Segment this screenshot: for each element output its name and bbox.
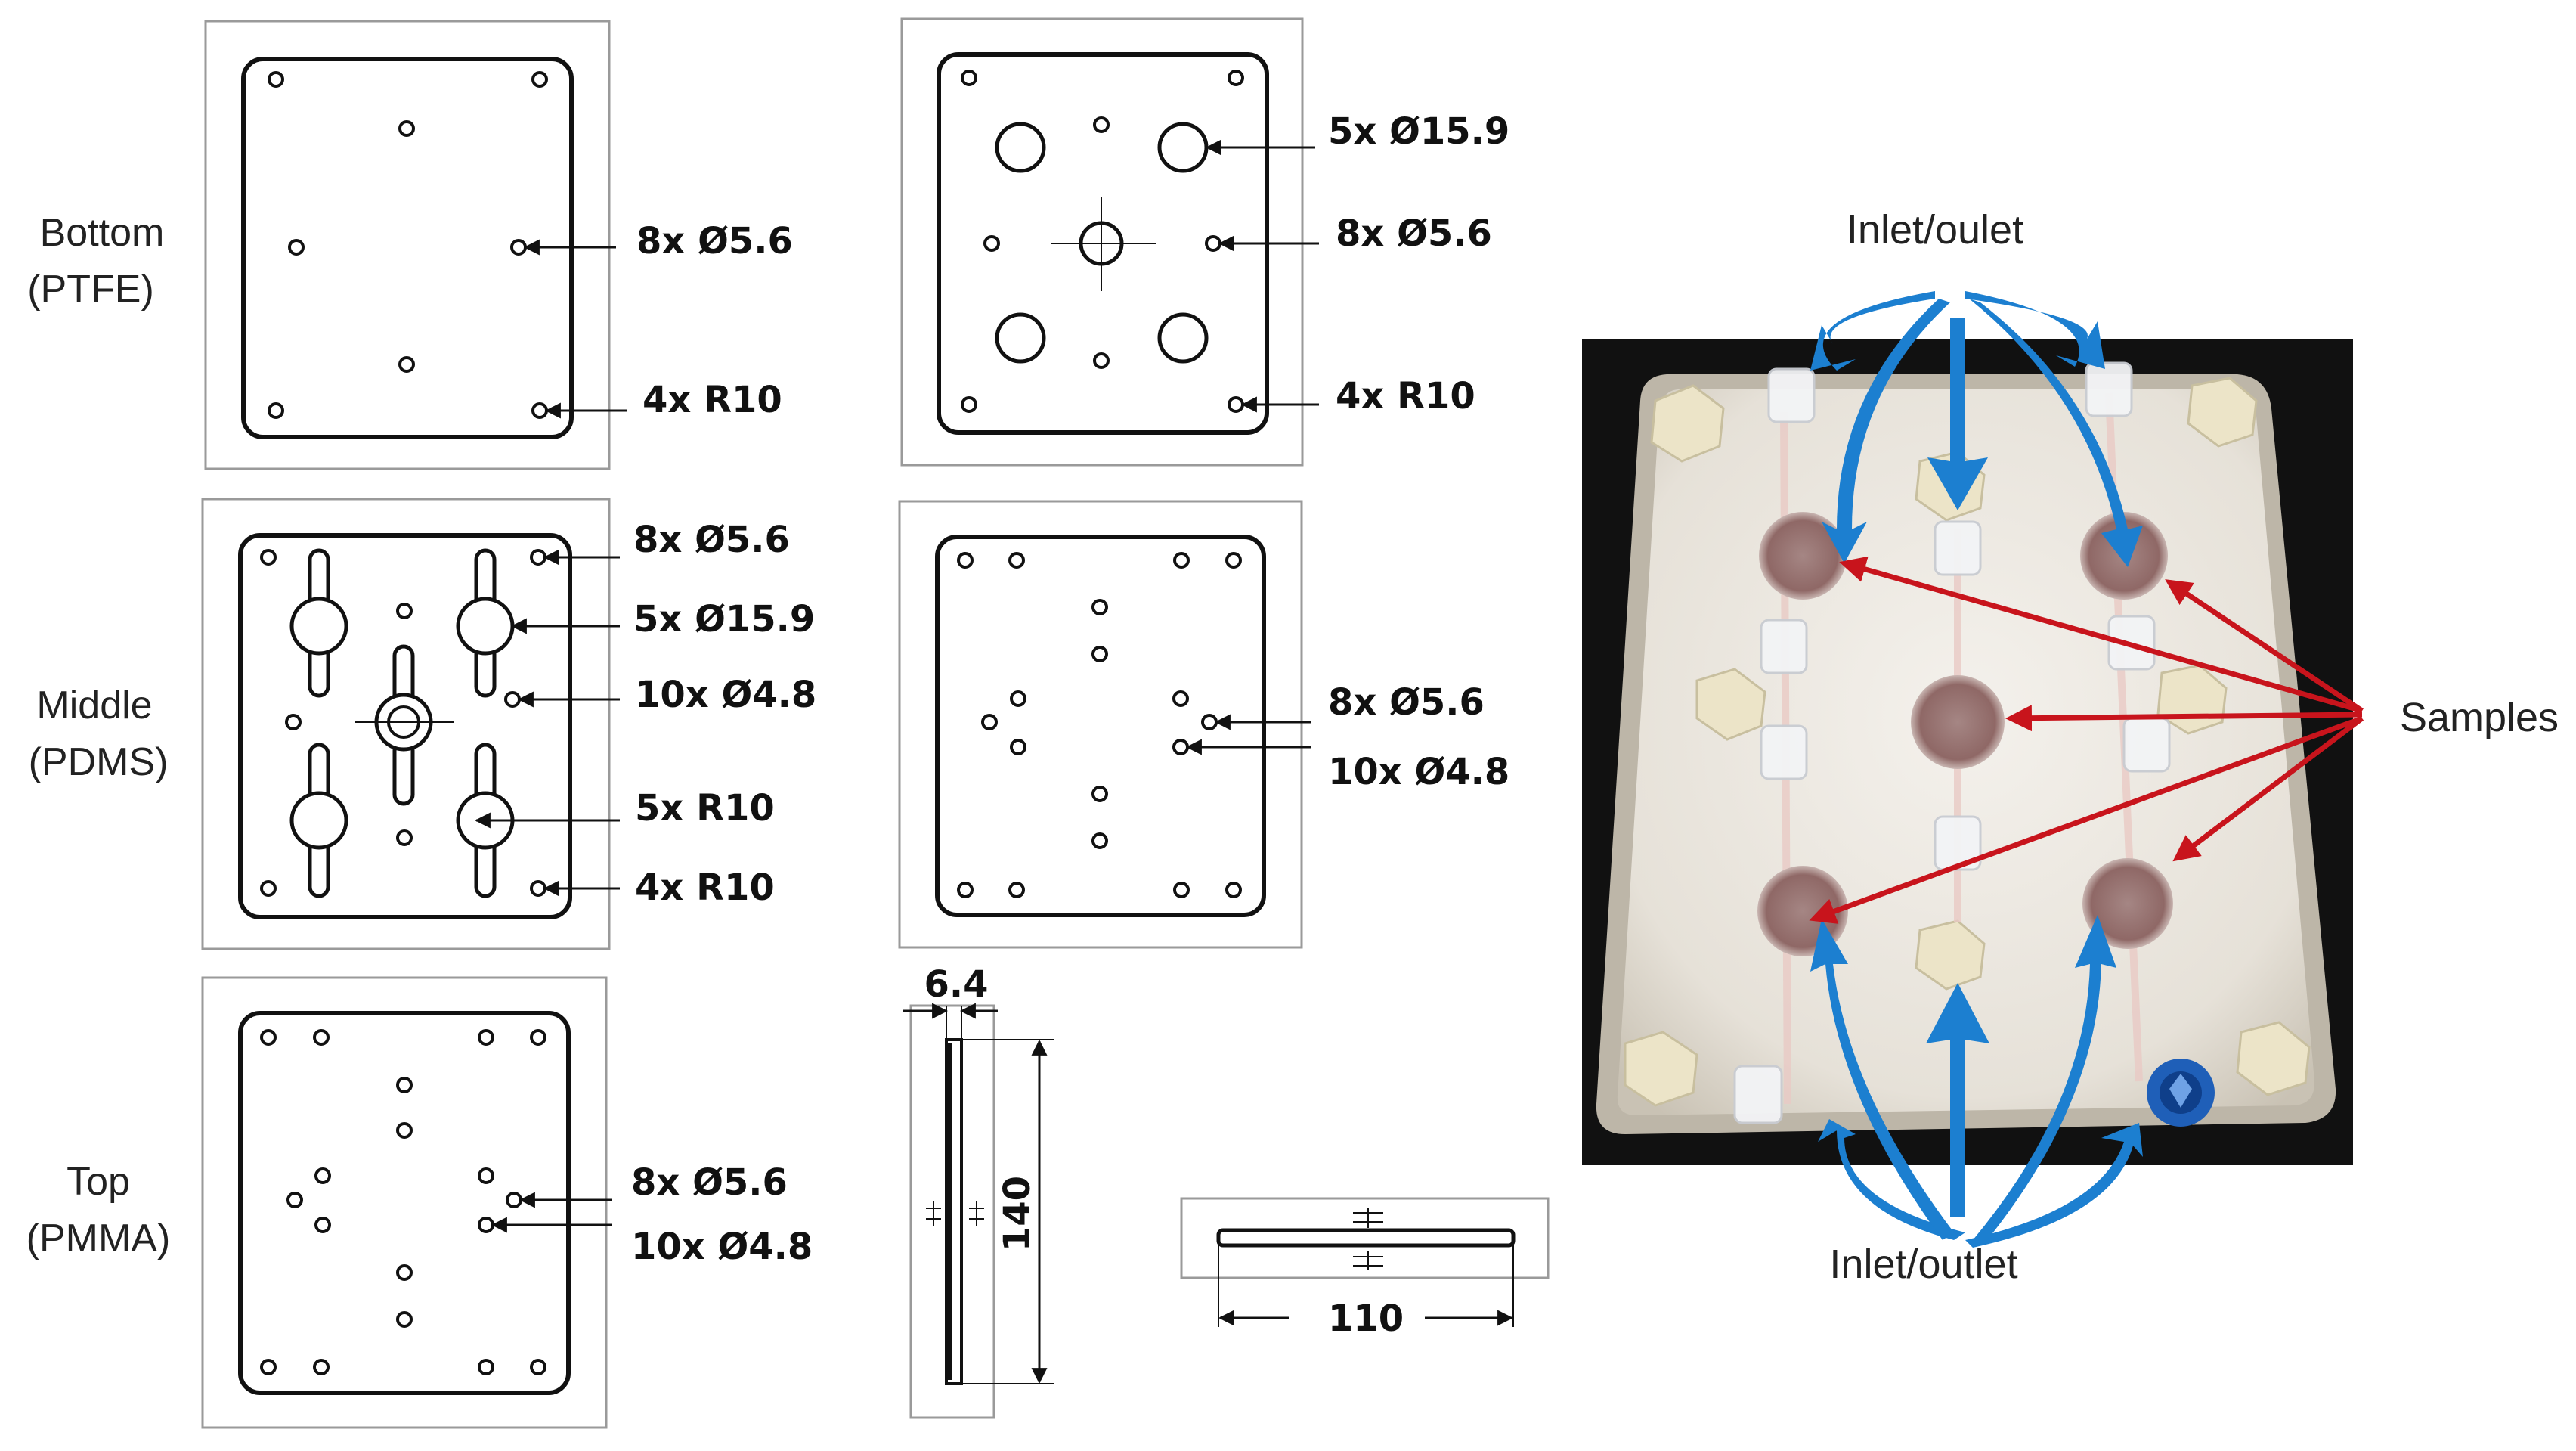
layer-label-bottom: Bottom	[40, 211, 165, 255]
inlet-label-top: Inlet/oulet	[1847, 207, 2023, 253]
callout-bottom-right-large-holes: 5x Ø15.9	[1328, 110, 1509, 153]
bottom-plate-variant-drawing	[900, 17, 1319, 467]
callout-bottom-right-radius: 4x R10	[1336, 375, 1475, 417]
front-view-drawing	[1180, 1197, 1550, 1327]
callout-middle-right-holes: 8x Ø5.6	[1328, 681, 1485, 724]
callout-top-left-small-holes: 10x Ø4.8	[631, 1226, 813, 1268]
callout-middle-left-holes: 8x Ø5.6	[633, 519, 790, 561]
callout-middle-left-large-holes: 5x Ø15.9	[633, 598, 815, 640]
layer-label-middle: Middle	[36, 684, 152, 727]
callout-middle-left-slot-radius: 5x R10	[635, 787, 775, 829]
layer-label-middle-material: (PDMS)	[29, 740, 169, 784]
layer-label-top-material: (PMMA)	[26, 1217, 171, 1260]
sample-arrows	[1809, 556, 2364, 924]
inlet-arrows-top	[1810, 291, 2143, 567]
layer-label-top: Top	[67, 1160, 130, 1204]
side-view-drawing	[903, 1003, 1054, 1419]
callout-top-left-holes: 8x Ø5.6	[631, 1161, 788, 1204]
bottom-plate-drawing	[204, 20, 627, 470]
callout-bottom-left-holes: 8x Ø5.6	[636, 220, 793, 262]
dimension-width: 110	[1328, 1298, 1404, 1340]
layer-label-bottom-material: (PTFE)	[27, 268, 154, 312]
inlet-arrows-bottom	[1810, 915, 2143, 1248]
inlet-label-bottom: Inlet/outlet	[1829, 1242, 2017, 1287]
callout-middle-left-radius: 4x R10	[635, 867, 775, 909]
samples-label: Samples	[2400, 695, 2559, 740]
middle-plate-variant-drawing	[898, 500, 1311, 949]
dimension-thickness: 6.4	[924, 963, 988, 1006]
callout-bottom-right-holes: 8x Ø5.6	[1336, 212, 1492, 255]
dimension-length: 140	[996, 1176, 1039, 1251]
callout-bottom-left-radius: 4x R10	[642, 379, 782, 421]
callout-middle-left-small-holes: 10x Ø4.8	[635, 674, 816, 716]
callout-middle-right-small-holes: 10x Ø4.8	[1328, 751, 1509, 793]
middle-plate-drawing	[201, 498, 620, 950]
top-plate-drawing	[201, 976, 612, 1429]
